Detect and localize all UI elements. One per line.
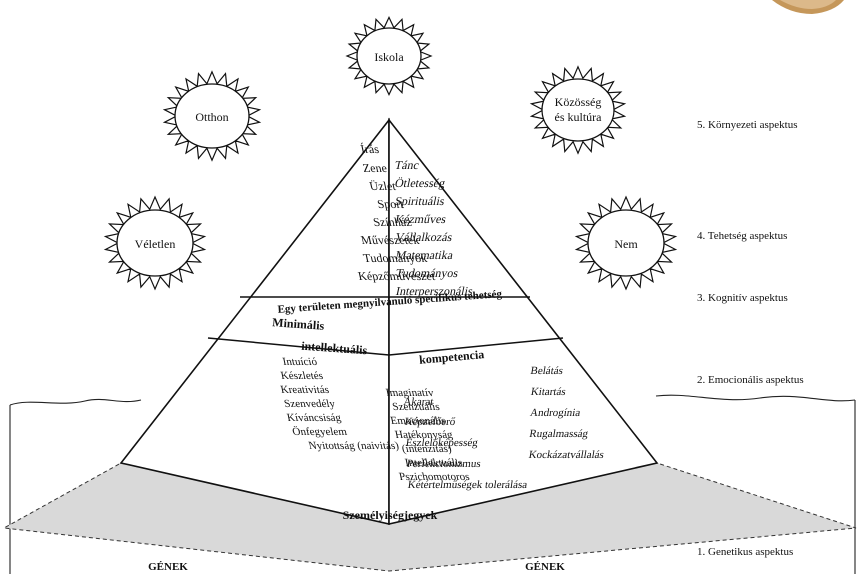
emotional-left-a-item: Nyitottság (naivitás) xyxy=(308,440,401,452)
emotional-left-a-item: Intuíció xyxy=(282,356,319,368)
emotional-left-b-item: Pszichomotoros xyxy=(398,471,471,483)
sun-kozosseg-label-2: és kultúra xyxy=(555,110,603,124)
sun-otthon: Otthon xyxy=(162,70,262,162)
domain-right-item: Spirituális xyxy=(394,194,447,208)
aspect-label-cognitive: 3. Kognitív aspektus xyxy=(697,292,788,304)
emotional-left-a-item: Kreativitás xyxy=(279,384,330,396)
emotional-right-b-item: Rugalmasság xyxy=(528,428,589,440)
aspect-label-genetic: 1. Genetikus aspektus xyxy=(697,546,794,558)
emotional-right-b-item: Kockázatvállalás xyxy=(528,449,605,461)
sun-iskola: Iskola xyxy=(345,15,433,97)
aspect-label-environmental: 5. Környezeti aspektus xyxy=(697,119,798,131)
emotional-right-a-item: Képzelőerő xyxy=(404,416,457,428)
sun-otthon-label: Otthon xyxy=(195,110,228,124)
emotional-left-a-item: Önfegyelem xyxy=(291,426,348,438)
emotional-right-a-item: Perfekcionizmus xyxy=(406,458,482,470)
emotional-right-a-item: Akarat xyxy=(403,396,435,408)
sun-kozosseg: Közösség és kultúra xyxy=(529,65,627,155)
band-minimal-line-1: Minimális xyxy=(272,315,325,333)
domain-left-item: Sport xyxy=(376,197,406,211)
domain-right-item: Tánc xyxy=(393,158,421,172)
emotional-left-b-item: Hatékonyság xyxy=(394,429,454,441)
emotional-right-b-item: Androgínia xyxy=(529,407,581,419)
domain-right-item: Matematika xyxy=(394,248,455,262)
sun-veletlen-label: Véletlen xyxy=(135,237,176,251)
domain-right-item: Tudományos xyxy=(394,266,459,280)
emotional-left-a-item: Készletés xyxy=(280,370,325,382)
aspect-label-talent: 4. Tehetség aspektus xyxy=(697,230,788,242)
emotional-left-b-item: (intenzitás) xyxy=(401,443,453,455)
domain-right-item: Kézműves xyxy=(394,212,448,226)
emotional-left-a-item: Szenvedély xyxy=(283,398,337,410)
genes-left-label: GÉNEK xyxy=(148,561,188,573)
pyramid-right-face xyxy=(388,117,659,526)
pyramid-left-face xyxy=(119,117,390,526)
emotional-left-a-group: Intuíció Készletés Kreativitás Szenvedél… xyxy=(279,356,401,452)
domain-left-item: Képzőművészet xyxy=(357,269,437,283)
ground-line xyxy=(9,394,856,406)
domain-right-item: Vállalkozás xyxy=(394,230,454,244)
domain-left-item: Tudományok xyxy=(362,251,429,265)
band-personality: Személyiségjegyek xyxy=(343,508,438,522)
emotional-right-b-item: Belátás xyxy=(530,365,564,377)
sun-iskola-label: Iskola xyxy=(374,50,404,64)
sun-nem-label: Nem xyxy=(614,237,638,251)
sun-nem: Nem xyxy=(574,195,678,291)
emotional-right-a-item: Kétértelműségek tolerálása xyxy=(407,479,528,491)
emotional-left-b-item: Imaginatív xyxy=(385,387,436,399)
emotional-right-b-item: Kitartás xyxy=(530,386,567,398)
emotional-left-b-item: Intellektuális xyxy=(404,457,464,469)
sun-veletlen: Véletlen xyxy=(103,195,207,291)
band-minimal-line-3: kompetencia xyxy=(419,347,485,367)
sun-kozosseg-label-1: Közösség xyxy=(555,95,602,109)
separator-minimal-right xyxy=(388,337,564,356)
domain-right-item: Interperszonális xyxy=(395,284,475,298)
domain-left-item: Üzlet xyxy=(368,179,398,193)
aspect-label-emotional: 2. Emocionális aspektus xyxy=(697,374,804,386)
domain-left-item: Írás xyxy=(359,142,380,156)
emotional-left-b-group: Imaginatív Szenzuális Emocionális Hatéko… xyxy=(385,387,471,483)
domains-right-group: Tánc Ötletesség Spirituális Kézműves Vál… xyxy=(393,158,475,298)
domain-left-item: Színház xyxy=(372,215,414,229)
separator-minimal-left xyxy=(207,337,390,356)
domain-left-item: Zene xyxy=(361,161,388,175)
genes-right-label: GÉNEK xyxy=(525,561,565,573)
band-minimal-line-2: intellektuális xyxy=(301,339,368,358)
domain-left-item: Művészetek xyxy=(360,233,422,247)
logo-fragment xyxy=(772,0,844,14)
emotional-left-b-item: Emocionális xyxy=(389,415,446,427)
domains-left-group: Írás Zene Üzlet Sport Színház Művészetek… xyxy=(357,142,437,283)
emotional-left-b-item: Szenzuális xyxy=(391,401,441,413)
domain-right-item: Ötletesség xyxy=(394,176,447,190)
emotional-right-a-item: Észlelőképesség xyxy=(405,437,479,449)
emotional-left-a-item: Kíváncsiság xyxy=(286,412,343,424)
emotional-right-a-group: Akarat Képzelőerő Észlelőképesség Perfek… xyxy=(403,396,528,491)
emotional-right-b-group: Belátás Kitartás Androgínia Rugalmasság … xyxy=(528,365,605,461)
